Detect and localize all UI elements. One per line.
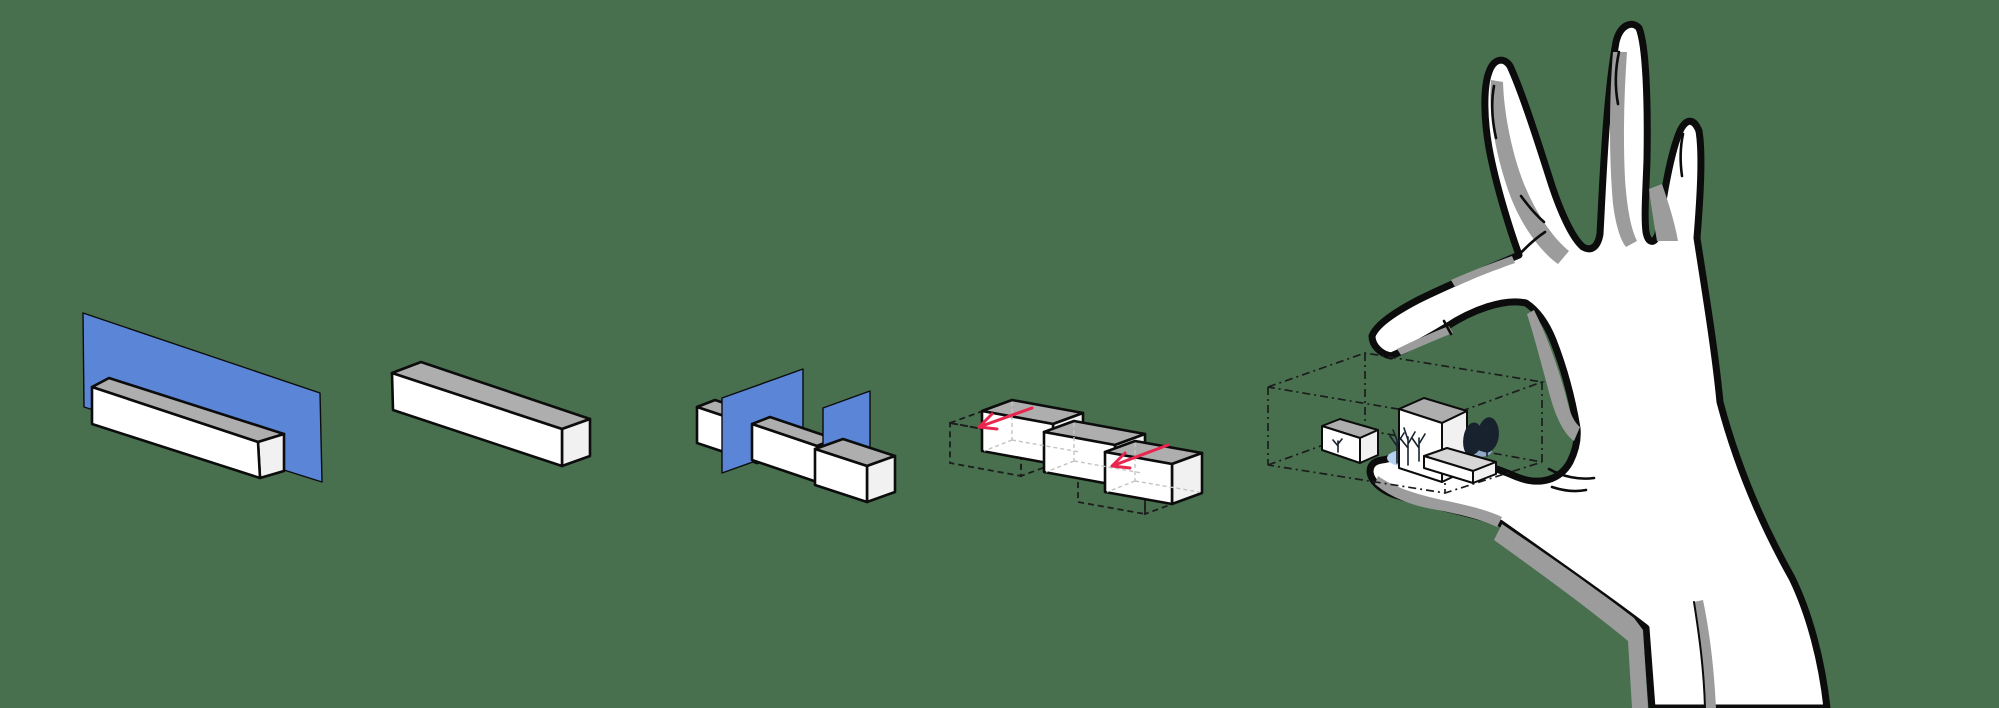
step-1-bar-with-plane (82, 312, 323, 483)
box3-front-face (1103, 450, 1174, 506)
pinky-nail-crease (1679, 132, 1685, 178)
building-left-front (1321, 425, 1361, 464)
thumb-web-crease-2 (1550, 485, 1588, 493)
slab-front-face (1423, 455, 1474, 484)
bar2-front-face (390, 371, 564, 468)
bounding-box-verticals (1267, 353, 1543, 493)
bounding-box-wireframe (1267, 352, 1546, 494)
middle-finger-nail-crease (1490, 84, 1498, 140)
box1-hidden-edge (983, 402, 1081, 453)
bare-tree-small (1332, 438, 1343, 453)
step-5-bounding-box-scene (1267, 352, 1546, 494)
middle-finger-joint-crease (1519, 194, 1546, 224)
pinky-finger-shadow (1649, 184, 1678, 241)
pinched-slab (1423, 447, 1497, 484)
step-2-plain-bar (390, 360, 592, 468)
step-3-cut-bar (695, 368, 897, 504)
index-finger-crease (1442, 319, 1453, 336)
bare-tree-2 (1399, 427, 1416, 466)
step-4-shifted-boxes (980, 398, 1204, 506)
thumb-web-crease-1 (1547, 467, 1596, 480)
box2-hidden-edge (1045, 423, 1143, 474)
shift-arrow-1 (977, 406, 1034, 431)
bare-tree-1 (1389, 429, 1405, 464)
hand-shading (1375, 52, 1716, 708)
hand-creases (1442, 50, 1706, 708)
bare-tree-3 (1411, 433, 1426, 462)
solid-volumes (82, 312, 1204, 506)
ring-finger-nail-crease (1614, 50, 1621, 106)
thumb-bottom-shadow (1375, 476, 1502, 527)
site-trees (1332, 417, 1499, 466)
palm-bottom-shadow (1494, 524, 1648, 708)
bushy-tree-2 (1477, 417, 1499, 453)
bar1-front-face (90, 385, 262, 480)
bushy-tree-1 (1463, 422, 1483, 455)
wrist-tendon-line (1693, 601, 1706, 708)
index-knuckle-crease (1514, 230, 1547, 260)
step4-hidden-edges (983, 402, 1200, 493)
step4-shift-arrows (977, 406, 1170, 470)
shift-arrow-2 (1110, 443, 1170, 470)
index-knuckle-shadow (1451, 256, 1515, 287)
palm-edge-shadow (1527, 310, 1580, 441)
middle-finger-shadow (1490, 80, 1569, 264)
wrist-tendon-shadow (1694, 600, 1716, 708)
box3-hidden-edge (1106, 443, 1200, 493)
index-underside-shadow (1397, 326, 1453, 355)
segC-front-face (813, 447, 869, 504)
bar1-end-face (256, 432, 286, 480)
